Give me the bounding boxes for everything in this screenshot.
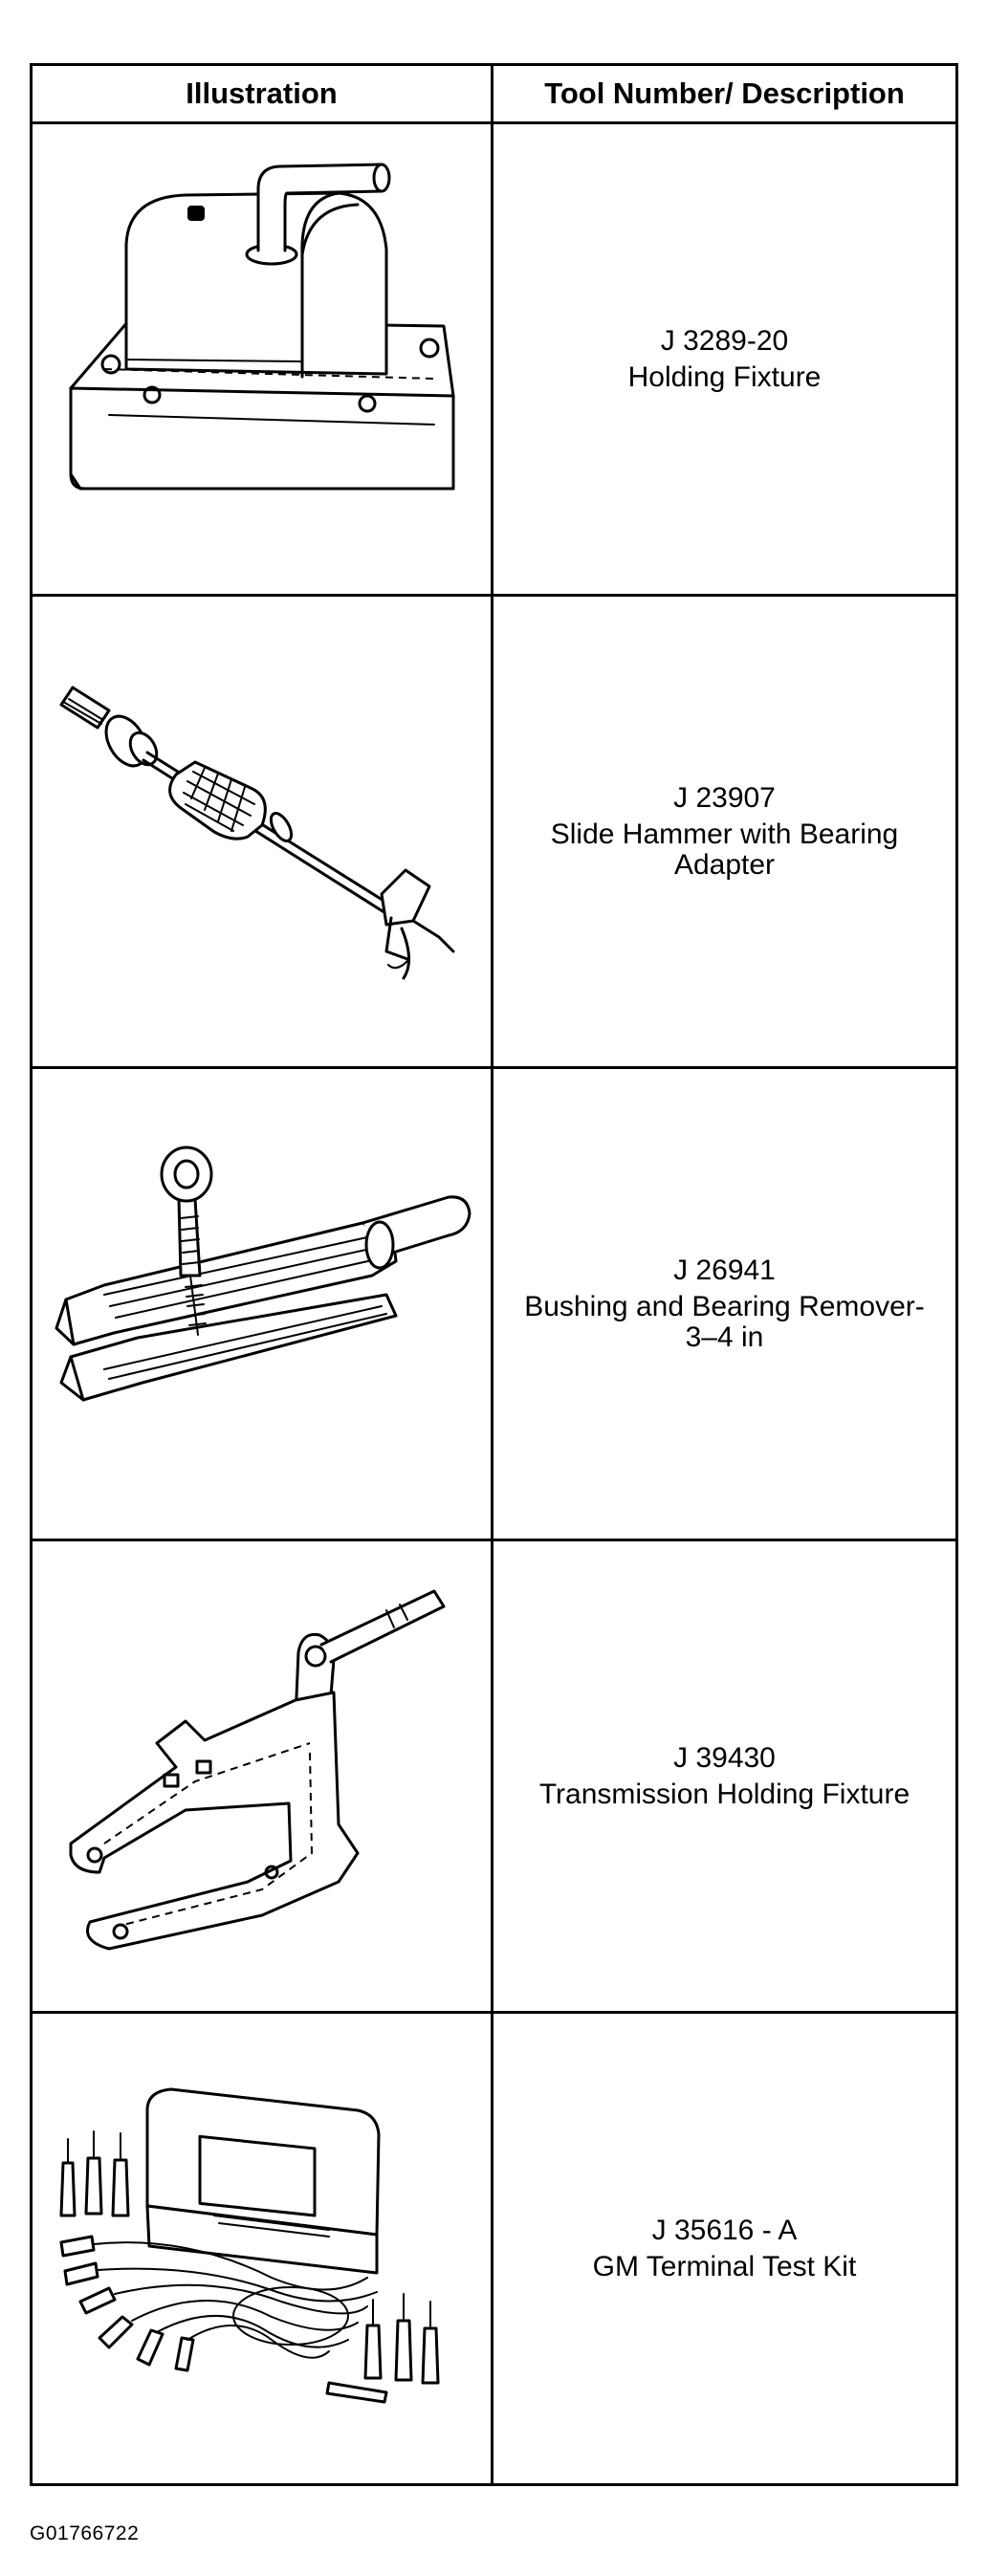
table-row: J 35616 - A GM Terminal Test Kit: [30, 2011, 958, 2486]
tool-description-cell: J 39430 Transmission Holding Fixture: [491, 1539, 958, 2014]
table-row: J 39430 Transmission Holding Fixture: [30, 1539, 958, 2014]
tool-description: Transmission Holding Fixture: [538, 1778, 910, 1810]
tool-number: J 35616 - A: [651, 2214, 798, 2246]
illustration-cell: [30, 121, 494, 597]
illustration-cell: [30, 1066, 494, 1541]
tool-number: J 3289-20: [660, 324, 789, 357]
tool-number: J 39430: [673, 1741, 776, 1774]
illustration-cell: [30, 2011, 494, 2486]
terminal-test-kit-illustration: [59, 2087, 439, 2403]
figure-code: G01766722: [30, 2522, 140, 2544]
tool-description-cell: J 26941 Bushing and Bearing Remover-3–4 …: [491, 1066, 958, 1541]
table-row: J 3289-20 Holding Fixture: [30, 121, 958, 597]
tool-description: GM Terminal Test Kit: [592, 2250, 857, 2282]
tool-description-column-header: Tool Number/ Description: [491, 63, 958, 124]
special-tools-table: Illustration Tool Number/ Description: [30, 63, 958, 2486]
tool-description: Bushing and Bearing Remover-3–4 in: [524, 1290, 925, 1353]
table-row: J 23907 Slide Hammer with Bearing Adapte…: [30, 594, 958, 1069]
tool-description-cell: J 35616 - A GM Terminal Test Kit: [491, 2011, 958, 2486]
tool-description-cell: J 3289-20 Holding Fixture: [491, 121, 958, 597]
illustration-cell: [30, 594, 494, 1069]
illustration-cell: [30, 1539, 494, 2014]
tool-description: Slide Hammer with Bearing Adapter: [550, 818, 899, 881]
bushing-remover-illustration: [55, 1146, 471, 1401]
holding-fixture-illustration: [69, 163, 454, 490]
tool-description-cell: J 23907 Slide Hammer with Bearing Adapte…: [491, 594, 958, 1069]
tool-number: J 23907: [673, 781, 776, 814]
table-header-row: Illustration Tool Number/ Description: [30, 63, 958, 124]
slide-hammer-illustration: [59, 686, 454, 979]
transmission-fixture-illustration: [69, 1589, 445, 1950]
tool-number: J 26941: [673, 1254, 776, 1286]
tool-description: Holding Fixture: [627, 360, 822, 393]
illustration-column-header: Illustration: [30, 63, 494, 124]
table-row: J 26941 Bushing and Bearing Remover-3–4 …: [30, 1066, 958, 1541]
